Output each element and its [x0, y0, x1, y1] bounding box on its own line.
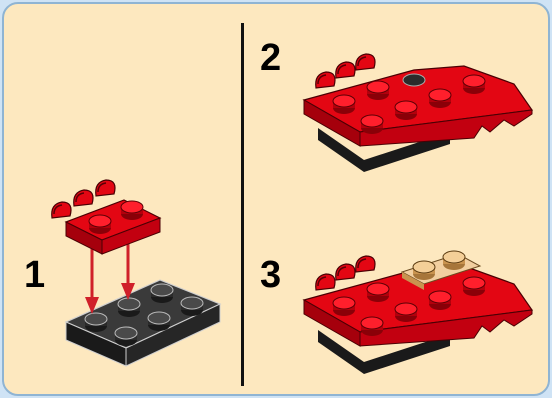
step-3-assembly [304, 251, 532, 374]
step-1-assembly [52, 180, 220, 366]
step-2-assembly [304, 54, 532, 172]
black-plate-2x3 [66, 280, 220, 366]
red-clip-plate [52, 180, 160, 254]
diagram-canvas [4, 4, 548, 394]
